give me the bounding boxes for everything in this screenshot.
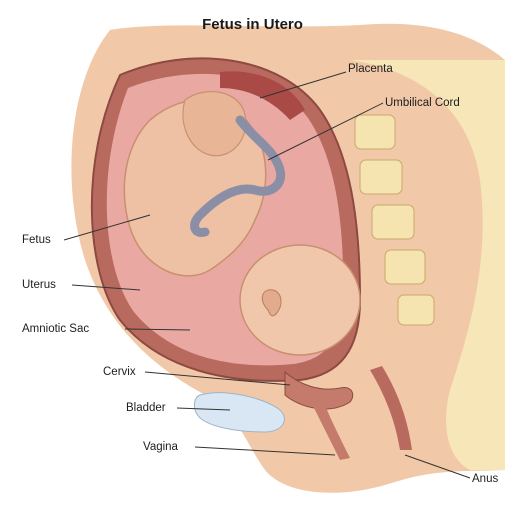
label-bladder: Bladder bbox=[126, 401, 166, 415]
vertebra-4 bbox=[385, 250, 425, 284]
vertebra-3 bbox=[372, 205, 414, 239]
label-placenta: Placenta bbox=[348, 62, 393, 76]
label-anus: Anus bbox=[472, 472, 498, 486]
label-fetus: Fetus bbox=[22, 233, 51, 247]
label-amniotic-sac: Amniotic Sac bbox=[22, 322, 89, 336]
vertebra-5 bbox=[398, 295, 434, 325]
label-umbilical-cord: Umbilical Cord bbox=[385, 96, 460, 110]
vertebra-2 bbox=[360, 160, 402, 194]
label-vagina: Vagina bbox=[143, 440, 178, 454]
label-uterus: Uterus bbox=[22, 278, 56, 292]
diagram-title: Fetus in Utero bbox=[0, 16, 505, 33]
fetus-head bbox=[240, 245, 360, 355]
vertebra-1 bbox=[355, 115, 395, 149]
label-cervix: Cervix bbox=[103, 365, 136, 379]
